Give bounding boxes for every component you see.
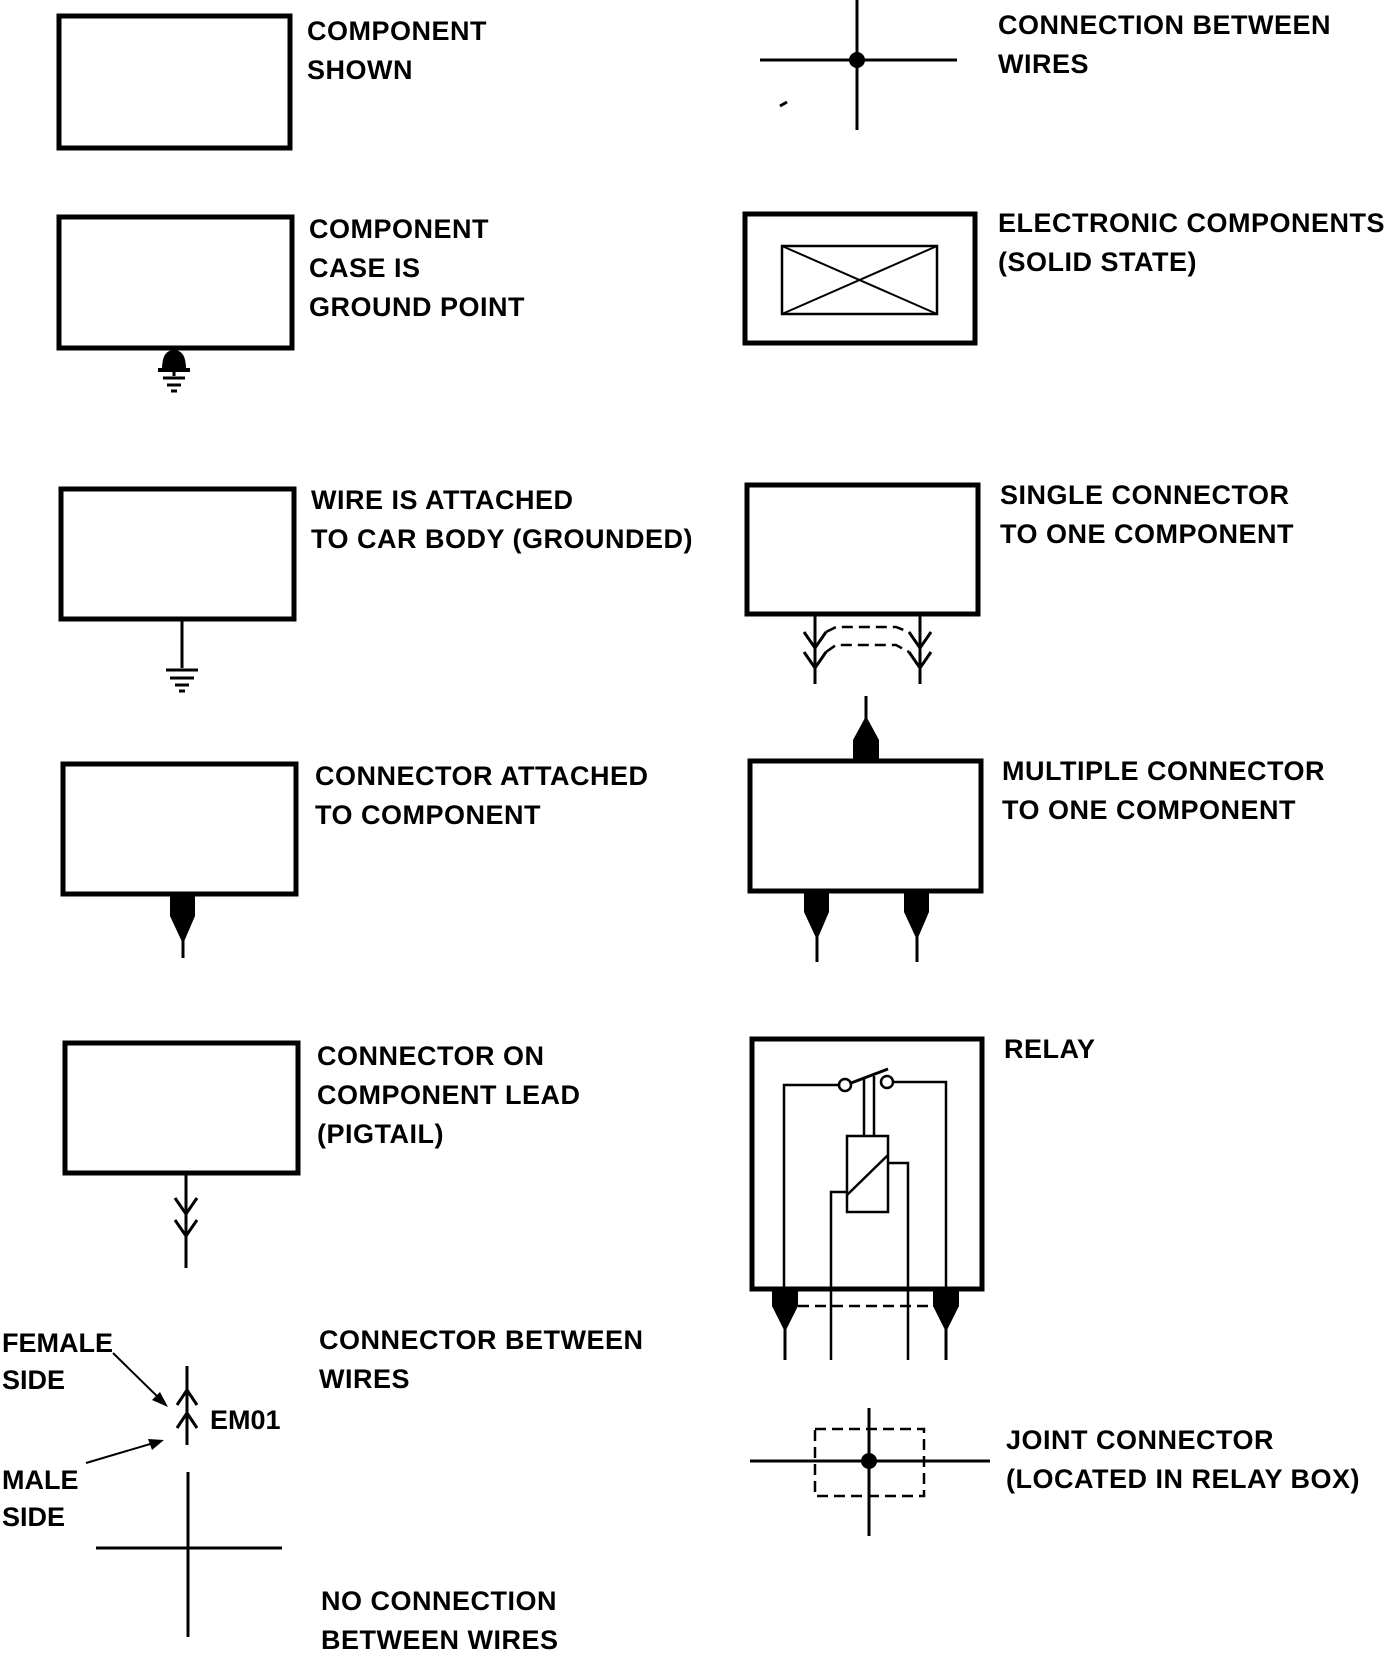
relay-symbol [749,1036,985,1360]
attached-connector-symbol [60,761,299,958]
case-ground-symbol [56,214,295,393]
connector-code: EM01 [210,1405,281,1435]
label-connector-attached: CONNECTOR ATTACHED TO COMPONENT [315,761,649,830]
label-wire-ground: WIRE IS ATTACHED TO CAR BODY (GROUNDED) [311,485,694,554]
body-ground-symbol [58,486,297,693]
component-box [56,13,293,151]
single-connector-symbol [744,482,981,684]
label-case-ground: COMPONENT CASE IS GROUND POINT [309,214,526,322]
electronic-component-symbol [742,211,978,346]
pigtail-connector-symbol [62,1040,301,1268]
label-male-side: MALE SIDE [2,1465,79,1532]
label-connector-between: CONNECTOR BETWEEN WIRES [319,1325,644,1394]
label-female-side: FEMALE SIDE [2,1328,113,1395]
multiple-connector-symbol [747,696,984,962]
label-pigtail: CONNECTOR ON COMPONENT LEAD (PIGTAIL) [317,1041,581,1149]
label-multiple-connector: MULTIPLE CONNECTOR TO ONE COMPONENT [1002,756,1325,825]
label-single-connector: SINGLE CONNECTOR TO ONE COMPONENT [1000,480,1295,549]
label-component-shown: COMPONENT SHOWN [307,16,487,85]
joint-connector-symbol [750,1408,990,1536]
label-connection-between: CONNECTION BETWEEN WIRES [998,10,1331,79]
wire-connector-symbol [85,1352,199,1464]
label-joint-connector: JOINT CONNECTOR (LOCATED IN RELAY BOX) [1006,1425,1361,1494]
label-electronic: ELECTRONIC COMPONENTS (SOLID STATE) [998,208,1386,277]
wire-junction-symbol [760,0,957,130]
label-no-connection: NO CONNECTION BETWEEN WIRES [321,1586,559,1655]
no-connection-symbol [96,1472,282,1637]
label-relay: RELAY [1004,1034,1096,1064]
